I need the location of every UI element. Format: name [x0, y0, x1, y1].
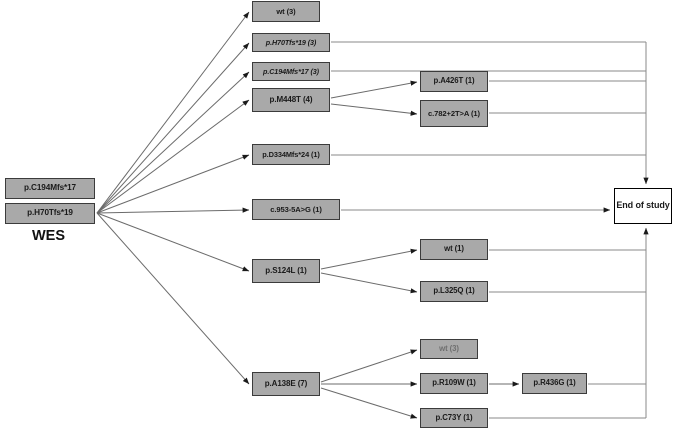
node-m_d334[interactable]: p.D334Mfs*24 (1) — [252, 144, 330, 165]
node-r_c73[interactable]: p.C73Y (1) — [420, 408, 488, 428]
node-r_l325[interactable]: p.L325Q (1) — [420, 281, 488, 302]
node-r_c782[interactable]: c.782+2T>A (1) — [420, 100, 488, 127]
node-r_wt1[interactable]: wt (1) — [420, 239, 488, 260]
node-r_a426[interactable]: p.A426T (1) — [420, 71, 488, 92]
node-x_r436[interactable]: p.R436G (1) — [522, 373, 587, 394]
node-m_c953[interactable]: c.953-5A>G (1) — [252, 199, 340, 220]
node-end[interactable]: End of study — [614, 188, 672, 224]
fan-out-edges — [96, 11, 250, 385]
node-m_wt3[interactable]: wt (3) — [252, 1, 320, 22]
node-m_m448[interactable]: p.M448T (4) — [252, 88, 330, 112]
node-n_h70[interactable]: p.H70Tfs*19 — [5, 203, 95, 224]
node-m_c194[interactable]: p.C194Mfs*17 (3) — [252, 62, 330, 81]
converge-bottom-edges — [489, 249, 646, 419]
node-m_h70[interactable]: p.H70Tfs*19 (3) — [252, 33, 330, 52]
node-r_r109[interactable]: p.R109W (1) — [420, 373, 488, 394]
node-m_s124[interactable]: p.S124L (1) — [252, 259, 320, 283]
wes-label: WES — [32, 228, 66, 244]
branch-edges — [320, 80, 520, 419]
node-r_wt3[interactable]: wt (3) — [420, 339, 478, 359]
node-m_a138[interactable]: p.A138E (7) — [252, 372, 320, 396]
node-n_c194[interactable]: p.C194Mfs*17 — [5, 178, 95, 199]
converge-top-edges — [331, 41, 646, 156]
